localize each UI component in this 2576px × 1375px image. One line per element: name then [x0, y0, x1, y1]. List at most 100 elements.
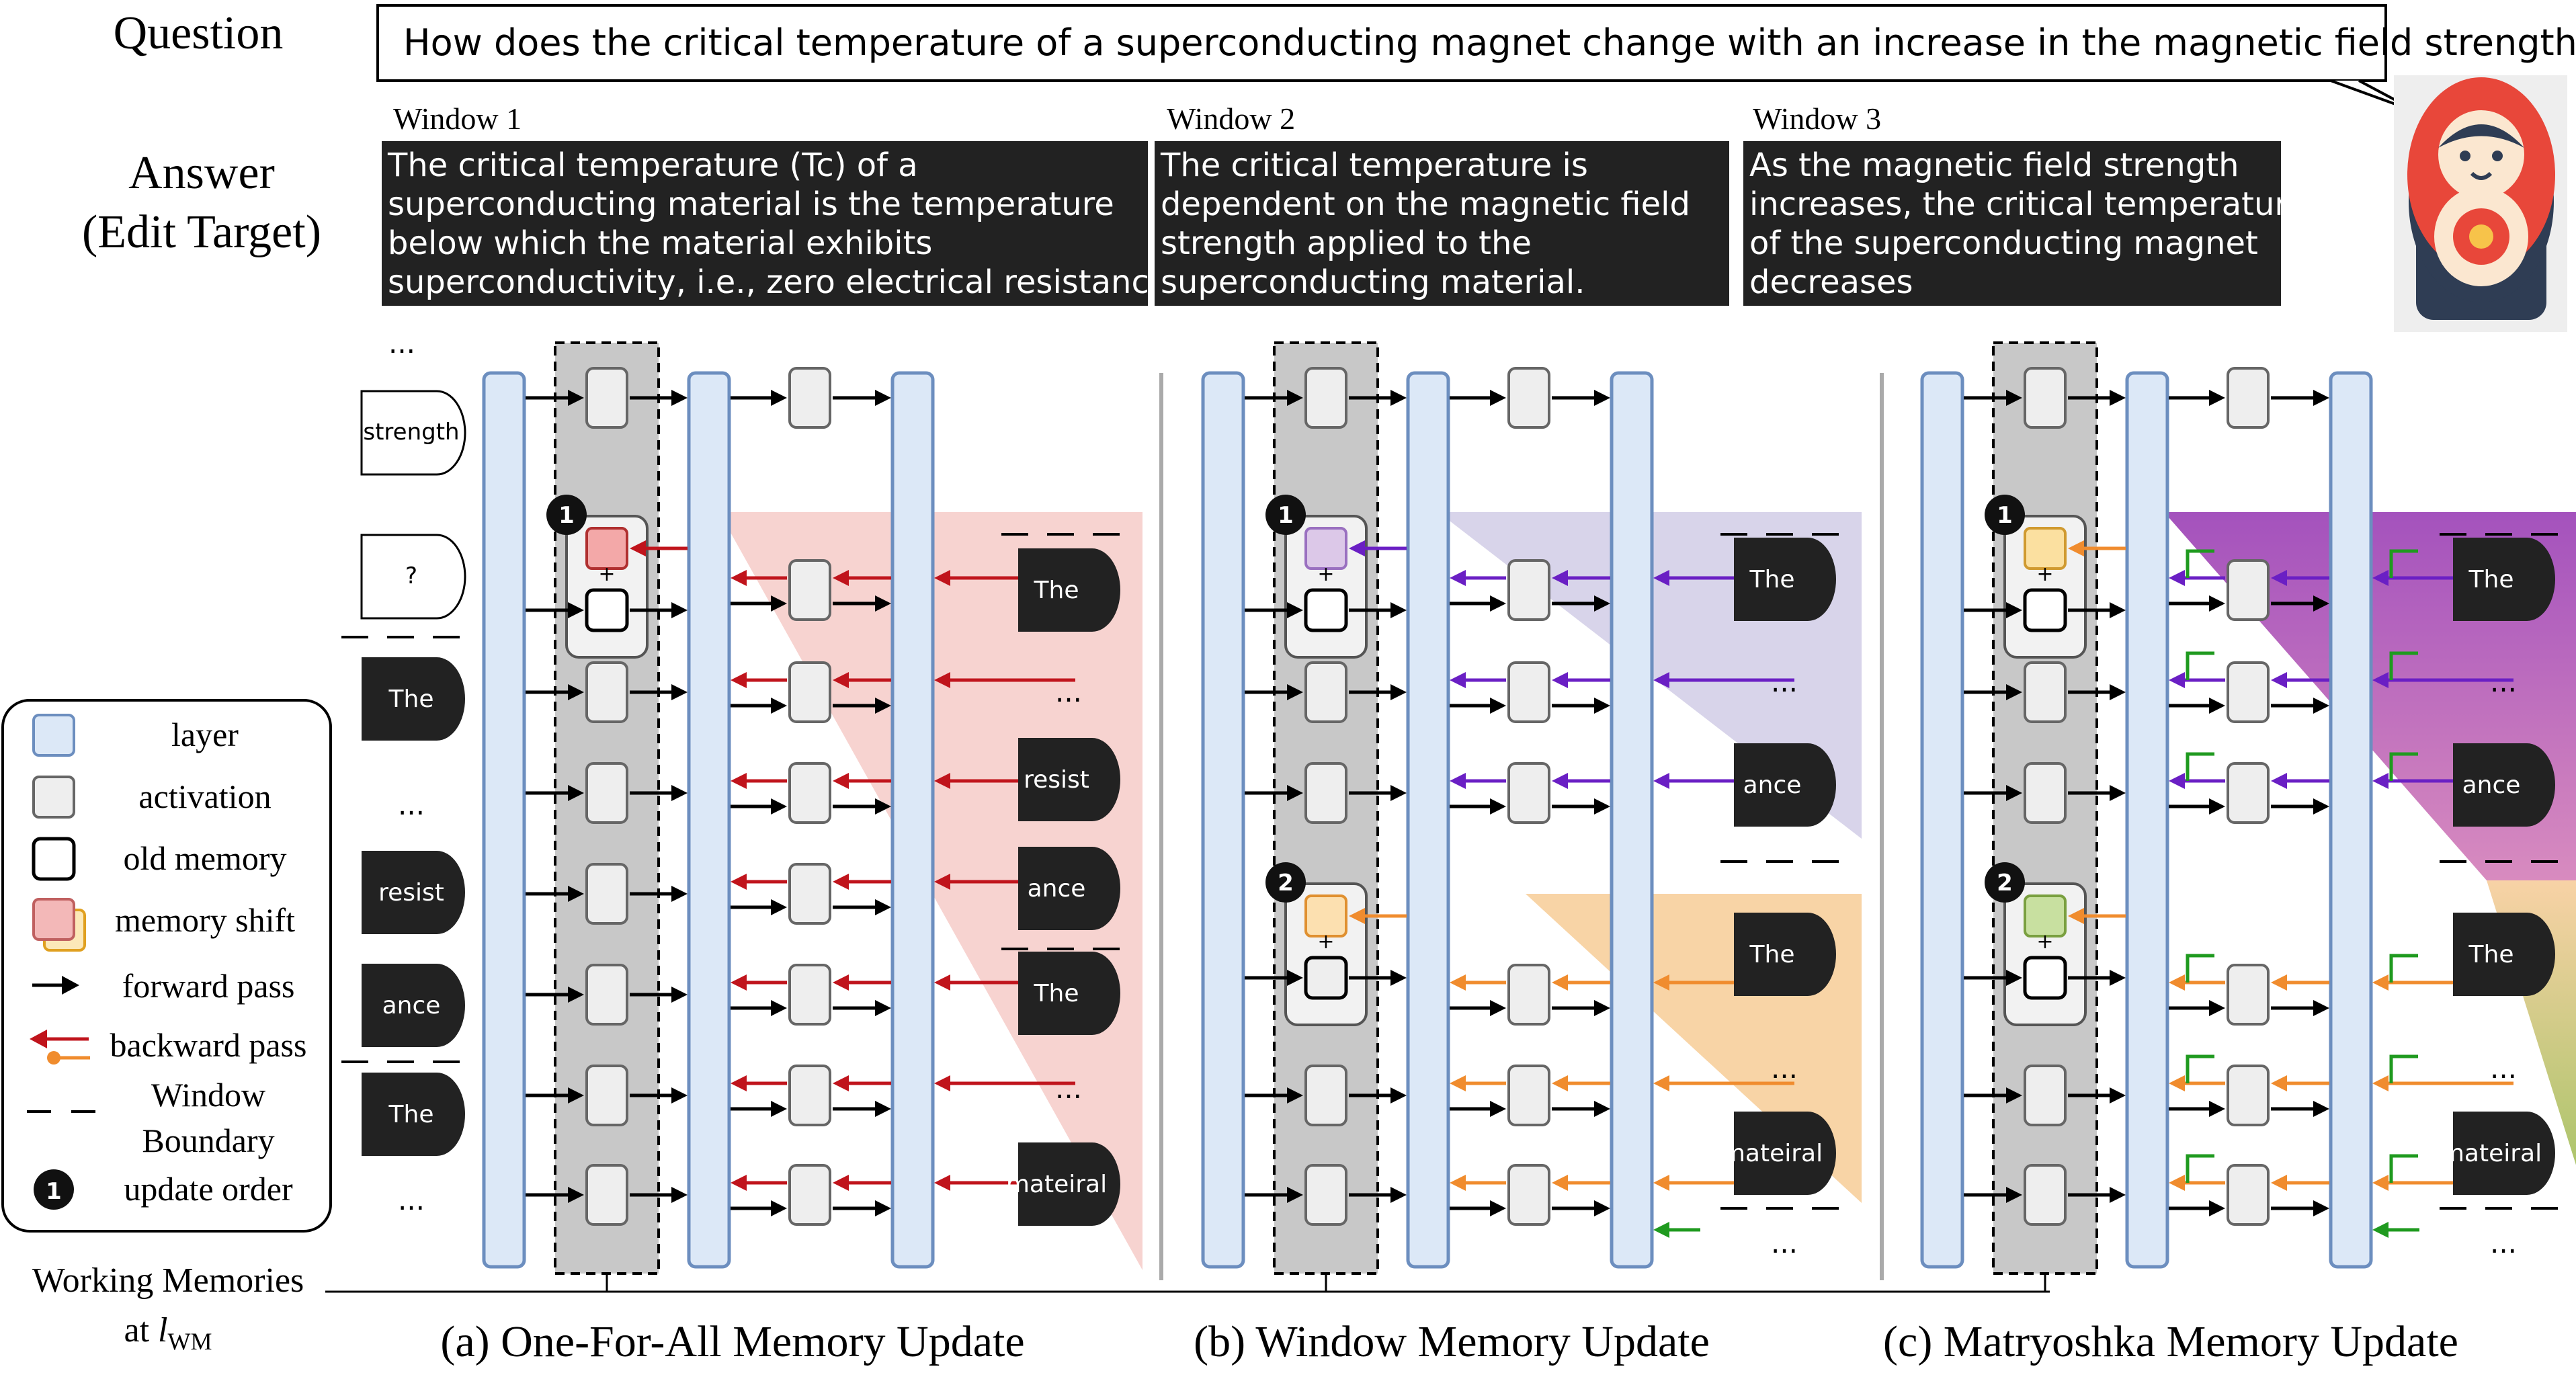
forward-arrow-col3-head [1594, 698, 1610, 714]
input-token-question-label: ? [405, 562, 417, 589]
activation [788, 964, 831, 1026]
input-token-the-1-label: The [388, 685, 434, 713]
forward-arrow-col3-head [1594, 1101, 1610, 1117]
window-2-box [1155, 141, 1729, 306]
memory-shift [2024, 527, 2067, 570]
forward-arrow-col2-head [771, 698, 787, 714]
activation [788, 863, 831, 925]
backward-arrow-col3-head [2271, 672, 2287, 688]
output-token-the-label: The [2468, 566, 2514, 593]
forward-arrow-col3-head [1594, 595, 1610, 612]
legend-update-order-badge [34, 1169, 74, 1210]
backward-arrow-input-head [934, 570, 950, 586]
legend-activation-swatch [32, 776, 75, 819]
output-token-mateiral-label: mateiral [1722, 1140, 1823, 1167]
backward-arrow-input-head [934, 1175, 950, 1191]
backward-arrow-col2-head [731, 570, 747, 586]
forward-arrow-col2-head [771, 899, 787, 915]
output-token-ance [1734, 743, 1836, 827]
backward-arrow-col2-head [731, 874, 747, 890]
forward-arrow-memory-head [2006, 970, 2022, 986]
matryoshka-green-branch [2186, 752, 2214, 781]
answer-window-2: Window 2 The critical temperature is dep… [1155, 101, 1729, 306]
window-1-line-1: The critical temperature (Tc) of a [387, 147, 918, 184]
window-1-title: Window 1 [393, 101, 522, 136]
forward-arrow-top-2-head [671, 390, 688, 406]
forward-arrow-row-head [1287, 684, 1303, 700]
forward-arrow-col3-head [2313, 1000, 2329, 1016]
matryoshka-green-branch-2 [2389, 1154, 2418, 1183]
backward-arrow-col2-head [2169, 974, 2185, 991]
window-3-line-2: increases, the critical temperature [1749, 185, 2307, 223]
input-token-ellipsis-mid: ... [398, 788, 425, 821]
forward-arrow-col3-head [875, 798, 891, 815]
working-memories-symbol: l [158, 1311, 167, 1349]
forward-arrow-col2-head [771, 1000, 787, 1016]
layer-2 [2125, 371, 2169, 1269]
question-label: Question [114, 7, 284, 59]
forward-arrow-row-head [2006, 785, 2022, 801]
backward-arrow-input-head [1653, 672, 1669, 688]
badge-1-number: 1 [1997, 502, 2013, 529]
forward-arrow-row-head [568, 886, 584, 902]
legend-layer-swatch [32, 714, 75, 757]
forward-arrow-col2-head [771, 595, 787, 612]
forward-arrow-top-3-head [2209, 390, 2225, 406]
backward-arrow-input-head [1653, 1175, 1669, 1191]
output-token-ance [2453, 743, 2555, 827]
memory-shift-arrow-head [2068, 908, 2084, 924]
forward-arrow-col2-head [771, 1101, 787, 1117]
matryoshka-green-branch [2186, 651, 2214, 680]
memory-shift [585, 527, 628, 570]
backward-arrow-input-head [1653, 1075, 1669, 1091]
forward-arrow-col3-head [2313, 1101, 2329, 1117]
window-1-line-4: superconductivity, i.e., zero electrical… [388, 263, 1179, 301]
output-token-ellipsis: ... [1771, 665, 1798, 698]
window-3-line-1: As the magnetic field strength [1749, 147, 2239, 184]
forward-arrow-row-head [2006, 1187, 2022, 1203]
output-token-mateiral [1018, 1142, 1120, 1226]
output-token-resist [1018, 738, 1120, 821]
output-token-the-2-label: The [1749, 941, 1795, 968]
backward-arrow-col3-head [1552, 1175, 1568, 1191]
forward-arrow-row-out-head [671, 684, 688, 700]
forward-arrow-col2-head [1490, 595, 1506, 612]
input-token-ance-label: ance [382, 992, 441, 1019]
forward-arrow-col2-head [1490, 1200, 1506, 1216]
legend-old-memory-swatch [32, 837, 76, 881]
forward-arrow-col2-head [771, 1200, 787, 1216]
forward-arrow-row-head [1287, 1087, 1303, 1103]
forward-arrow-top-1-head [1287, 390, 1303, 406]
activation-top-wm [1304, 367, 1347, 429]
backward-arrow-col3-head [833, 874, 849, 890]
working-memories-subscript: WM [167, 1328, 212, 1355]
badge-2-number: 2 [1997, 870, 2013, 897]
backward-arrow-col3-head [2271, 570, 2287, 586]
forward-arrow-memory-head [568, 602, 584, 618]
output-token-mateiral-label: mateiral [2441, 1140, 2542, 1167]
legend-backward-dot [47, 1051, 60, 1065]
badge-1-number: 1 [558, 502, 575, 529]
backward-arrow-input-head [1653, 974, 1669, 991]
forward-arrow-top-1-head [2006, 390, 2022, 406]
forward-arrow-row-head [568, 1087, 584, 1103]
forward-arrow-col2-head [2209, 698, 2225, 714]
forward-arrow-memory-head [2006, 602, 2022, 618]
backward-arrow-col2-head [2169, 672, 2185, 688]
matryoshka-green-branch [2186, 954, 2214, 983]
forward-arrow-col3-head [875, 1000, 891, 1016]
activation-top-wm [585, 367, 628, 429]
legend-backward-pass-label: backward pass [110, 1026, 307, 1064]
forward-arrow-memory-out-head [1390, 970, 1407, 986]
memory-plus: + [1317, 562, 1334, 586]
backward-arrow-col3-head [1552, 1075, 1568, 1091]
output-token-the-label: The [1749, 566, 1795, 593]
old-memory [585, 588, 629, 632]
forward-arrow-top-4-head [875, 390, 891, 406]
matryoshka-green-branch-2 [2389, 954, 2418, 983]
memory-shift-arrow-head [630, 540, 646, 556]
memory-plus: + [1317, 930, 1334, 954]
activation-wm [585, 762, 628, 824]
activation [1507, 1164, 1550, 1226]
